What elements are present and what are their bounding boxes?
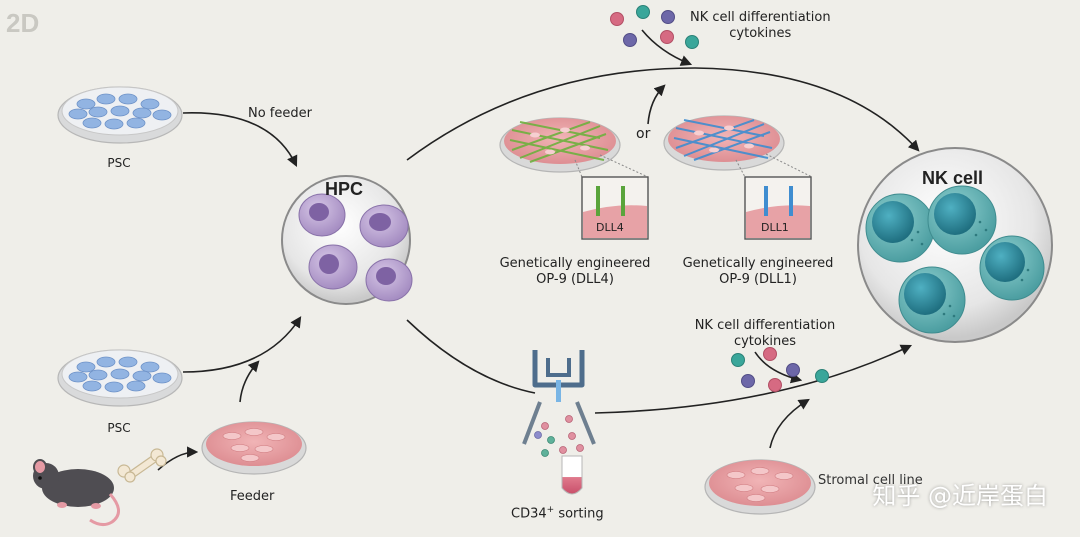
op9-dll1-label: Genetically engineered OP-9 (DLL1) xyxy=(663,256,853,288)
arrow-cytokine-top xyxy=(641,29,693,66)
op9-dll1-dish xyxy=(663,115,785,171)
op9-dll1-line2: OP-9 (DLL1) xyxy=(719,272,797,287)
cd34-sorter xyxy=(522,350,596,495)
hpc-label: HPC xyxy=(325,179,364,199)
psc-bottom-label: PSC xyxy=(107,421,131,435)
feeder-label: Feeder xyxy=(230,489,275,504)
cytokines-top-line2: cytokines xyxy=(729,26,792,41)
arrow-cytokine-bottom xyxy=(754,351,803,384)
cytokines-top xyxy=(610,5,699,49)
arrow-no-feeder xyxy=(182,112,298,168)
cytokines-top-line1: NK cell differentiation xyxy=(690,10,831,25)
stromal-label: Stromal cell line xyxy=(818,473,923,488)
feeder-dish xyxy=(201,421,307,475)
arrow-or-up xyxy=(647,84,666,125)
psc-top-label: PSC xyxy=(107,156,131,170)
cytokines-bottom-line2: cytokines xyxy=(733,334,797,349)
arrow-hpc-to-sorting xyxy=(406,319,536,394)
no-feeder-label: No feeder xyxy=(248,106,312,121)
dll1-zoom-box xyxy=(735,153,813,240)
op9-dll1-line1: Genetically engineered xyxy=(682,256,834,271)
panel-tag: 2D xyxy=(6,8,40,38)
watermark: 知乎 @近岸蛋白 xyxy=(872,482,1048,510)
cytokines-bottom-line1: NK cell differentiation xyxy=(694,318,836,333)
nk-cell-label: NK cell xyxy=(922,168,984,188)
arrow-stromal-up xyxy=(769,398,810,449)
mouse-illustration xyxy=(33,459,120,527)
cytokines-bottom xyxy=(731,347,829,392)
cd34-suffix: sorting xyxy=(554,506,604,522)
cytokines-bottom-label: NK cell differentiation cytokines xyxy=(680,318,850,350)
or-label: or xyxy=(636,126,651,142)
cytokines-top-label: NK cell differentiation cytokines xyxy=(690,10,831,42)
psc-dish-top xyxy=(57,86,183,144)
cd34-superscript: + xyxy=(546,505,555,515)
bone-illustration xyxy=(117,448,167,483)
op9-dll4-line2: OP-9 (DLL4) xyxy=(536,272,614,287)
nk-sphere xyxy=(857,147,1053,343)
arrow-hpc-to-nk-top xyxy=(406,67,920,161)
arrow-sorting-to-nk xyxy=(594,344,913,414)
dll4-zoom-box xyxy=(574,154,649,240)
hpc-sphere xyxy=(281,175,413,305)
arrows xyxy=(157,29,920,471)
cd34-text: CD34 xyxy=(511,506,547,522)
stromal-dish xyxy=(704,459,816,515)
psc-dish-bottom xyxy=(57,349,183,407)
arrow-feeder-psc-to-hpc xyxy=(182,316,302,373)
dll1-tag: DLL1 xyxy=(761,221,789,234)
arrow-mouse-to-feeder xyxy=(157,446,199,471)
op9-dll4-label: Genetically engineered OP-9 (DLL4) xyxy=(480,256,670,288)
op9-dll4-dish xyxy=(499,117,621,173)
dll4-tag: DLL4 xyxy=(596,221,624,234)
op9-dll4-line1: Genetically engineered xyxy=(499,256,651,271)
cd34-sorting-label: CD34+ sorting xyxy=(511,505,604,521)
arrow-feeder-up xyxy=(239,360,260,403)
